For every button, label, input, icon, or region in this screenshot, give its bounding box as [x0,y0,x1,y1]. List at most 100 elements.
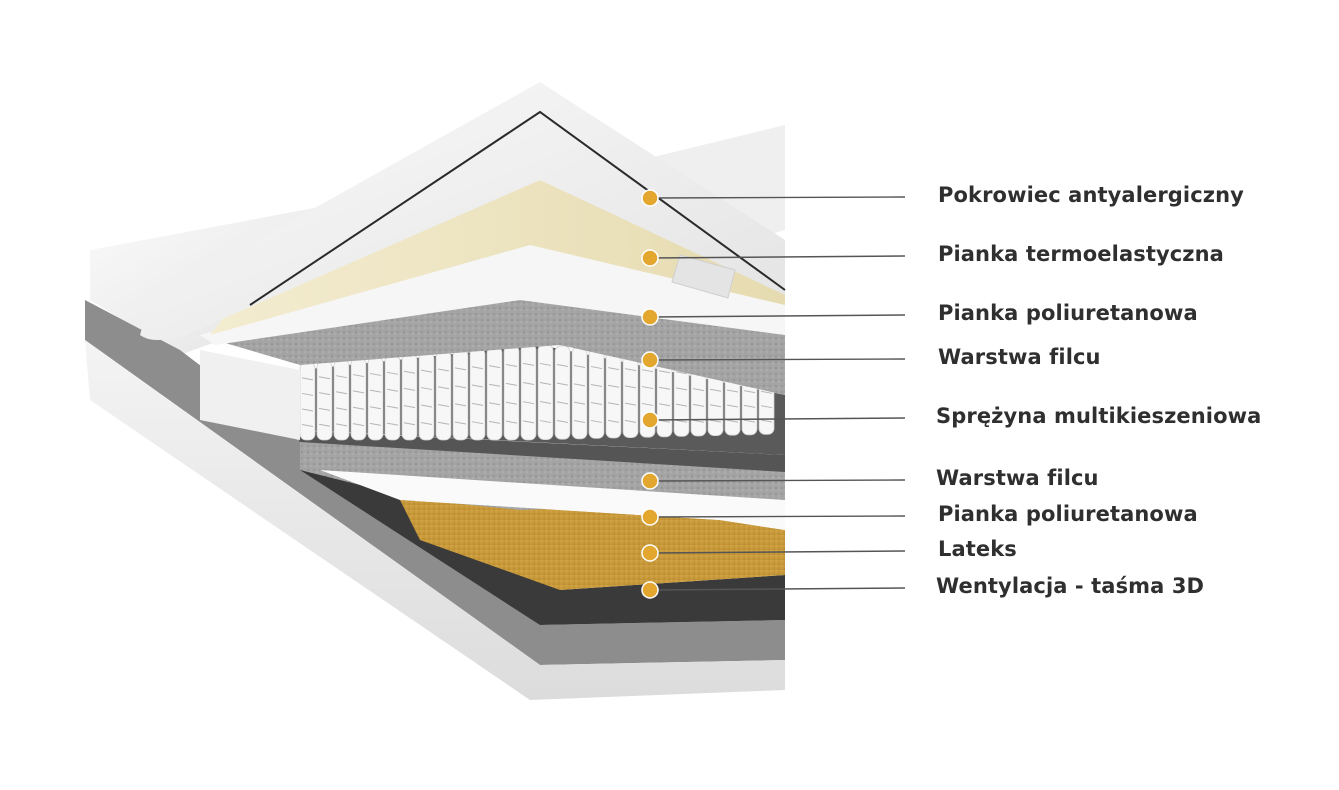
spring-seam [743,390,756,394]
spring-seam [590,419,603,423]
leader-line-felt-top [649,358,906,361]
label-ventilation: Wentylacja - taśma 3D [936,574,1205,598]
spring-pocket [401,353,418,441]
spring-seam [675,419,688,423]
spring-seam [590,401,603,405]
spring-seam [709,388,722,392]
spring-seam [590,366,603,370]
spring-pocket [605,349,622,439]
marker-dot-icon [641,544,659,562]
spring-seam [522,382,535,386]
spring-seam [658,403,671,407]
spring-seam [607,367,620,371]
spring-seam [522,401,535,405]
spring-seam [403,405,416,409]
spring-seam [454,385,467,389]
marker-dot-icon [641,351,659,369]
spring-seam [539,381,552,385]
leader-line-ventilation [649,587,906,591]
spring-seam [420,387,433,391]
spring-seam [675,371,688,375]
spring-seam [556,382,569,386]
spring-pocket [469,347,486,441]
pocket-springs [299,343,785,455]
spring-seam [352,423,365,427]
spring-seam [556,420,569,424]
spring-seam [573,365,586,369]
spring-seam [420,422,433,426]
spring-seam [573,419,586,423]
label-felt-bottom: Warstwa filcu [936,466,1099,490]
marker-dot-icon [641,189,659,207]
spring-seam [437,421,450,425]
spring-seam [641,402,654,406]
spring-seam [352,406,365,410]
leader-line-memory-foam [649,255,906,259]
spring-pocket [333,359,350,441]
spring-seam [624,385,637,389]
spring-seam [437,403,450,407]
spring-seam [301,392,314,396]
spring-seam [352,374,365,378]
spring-seam [641,386,654,390]
spring-seam [403,422,416,426]
leader-line-latex [649,550,906,554]
leader-lines [649,196,906,591]
spring-seam [420,404,433,408]
spring-seam [369,406,382,410]
spring-seam [692,419,705,423]
spring-pocket [452,349,469,441]
spring-pocket [537,343,554,440]
peeled-cover [140,82,786,340]
marker-dot-icon [641,411,659,429]
spring-seam [522,420,535,424]
spring-seam [726,419,739,423]
spring-pocket [520,343,537,441]
spring-seam [318,376,331,380]
marker-dot-icon [641,308,659,326]
spring-seam [624,419,637,423]
spring-pocket [588,348,605,439]
spring-seam [743,404,756,408]
spring-seam [505,401,518,405]
spring-seam [318,423,331,427]
spring-seam [743,419,756,423]
spring-seam [471,384,484,388]
label-felt-top: Warstwa filcu [938,345,1101,369]
spring-seam [335,375,348,379]
right-white-area [787,0,1339,785]
spring-pocket [554,345,571,440]
spring-seam [488,420,501,424]
spring-seam [454,367,467,371]
marker-dot-icon [641,581,659,599]
spring-seam [675,387,688,391]
spring-seam [556,363,569,367]
spring-seam [539,420,552,424]
spring-seam [437,368,450,372]
spring-seam [454,403,467,407]
spring-seam [369,389,382,393]
spring-pocket [418,352,435,441]
spring-seam [471,402,484,406]
spring-seam [692,403,705,407]
spring-seam [386,422,399,426]
spring-seam [369,422,382,426]
label-latex: Lateks [938,537,1017,561]
spring-seam [488,402,501,406]
spring-seam [301,423,314,427]
spring-pocket [503,345,520,441]
spring-seam [726,389,739,393]
spring-seam [505,363,518,367]
spring-pocket [299,361,316,441]
lower-foam-and-felt [290,430,785,530]
spring-seam [692,388,705,392]
spring-seam [488,365,501,369]
spring-seam [437,386,450,390]
spring-pocket [384,354,401,441]
spring-seam [505,420,518,424]
spring-seam [488,383,501,387]
spring-pocket [350,357,367,441]
leader-line-pocket-springs [649,417,906,421]
